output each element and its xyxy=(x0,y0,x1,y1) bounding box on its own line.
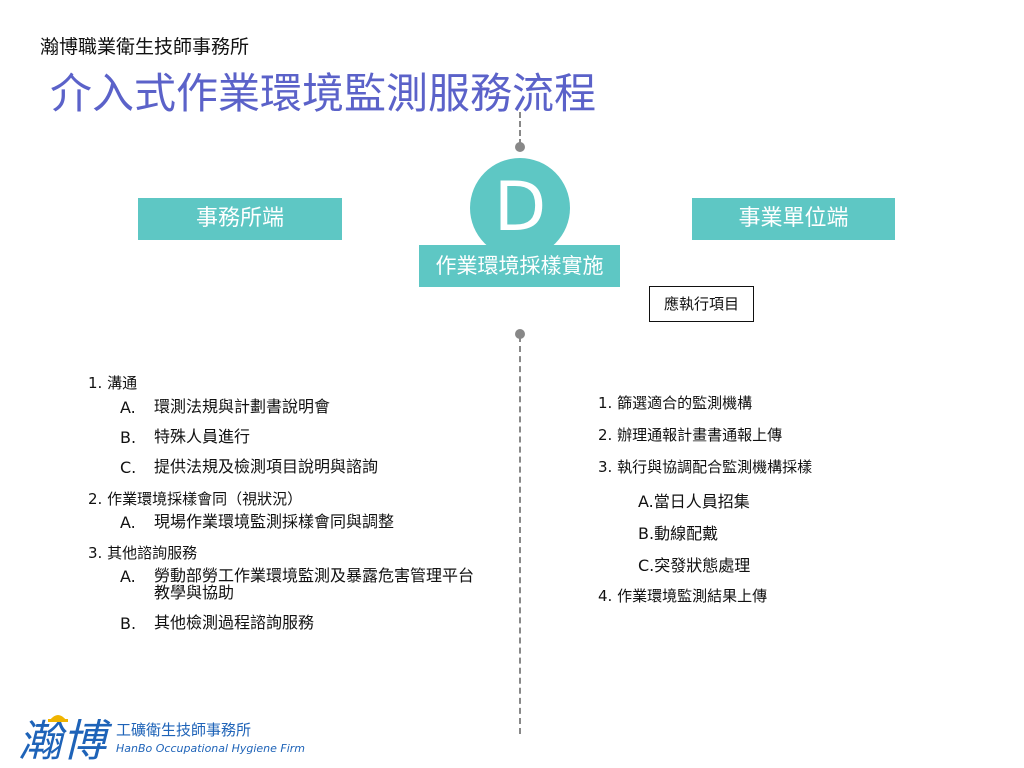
list-sub-item: A. 現場作業環境監測採樣會同與調整 xyxy=(120,513,474,532)
list-item-heading: 3. 其他諮詢服務 xyxy=(88,544,198,562)
list-item-heading: 2. 作業環境採樣會同（視狀況） xyxy=(88,490,303,508)
logo-glyphs: 瀚博 xyxy=(18,716,113,765)
list-item: 4. 作業環境監測結果上傳 xyxy=(598,587,768,605)
list-sub-item: A. 勞動部勞工作業環境監測及暴露危害管理平台教學與協助 xyxy=(120,567,474,601)
sub-item-marker: B. xyxy=(120,428,137,447)
list-item-heading: 1. 溝通 xyxy=(88,374,138,392)
office-side-label: 事務所端 xyxy=(138,198,342,240)
list-sub-item: B.動線配戴 xyxy=(638,524,719,543)
sub-item-marker: A. xyxy=(120,398,136,417)
sub-item-text: 其他檢測過程諮詢服務 xyxy=(154,613,315,632)
stage-name-label: 作業環境採樣實施 xyxy=(419,245,620,287)
list-item: 1. 篩選適合的監測機構 xyxy=(598,394,753,412)
list-item: 2. 辦理通報計畫書通報上傳 xyxy=(598,426,783,444)
list-sub-item: C.突發狀態處理 xyxy=(638,556,751,575)
sub-item-text: 環測法規與計劃書說明會 xyxy=(154,397,331,416)
required-items-tag: 應執行項目 xyxy=(649,286,754,322)
sub-item-marker: B. xyxy=(120,614,137,633)
firm-name: 瀚博職業衛生技師事務所 xyxy=(40,36,250,58)
list-sub-item: B. 特殊人員進行 xyxy=(120,428,474,447)
sub-item-marker: A. xyxy=(120,513,136,532)
logo-english-name: HanBo Occupational Hygiene Firm xyxy=(116,742,306,755)
connector-dot-top xyxy=(515,142,525,152)
sub-item-marker: C. xyxy=(120,458,137,477)
sub-item-text: 勞動部勞工作業環境監測及暴露危害管理平台教學與協助 xyxy=(154,566,475,602)
sub-item-marker: A. xyxy=(120,567,136,586)
list-sub-item: A.當日人員招集 xyxy=(638,492,750,511)
connector-dot-middle xyxy=(515,329,525,339)
sub-item-text: 特殊人員進行 xyxy=(154,427,251,446)
page-title: 介入式作業環境監測服務流程 xyxy=(50,69,597,118)
hard-hat-icon xyxy=(50,715,66,720)
list-sub-item: A. 環測法規與計劃書說明會 xyxy=(120,398,474,417)
stage-letter-circle: D xyxy=(470,158,570,258)
list-item: 3. 執行與協調配合監測機構採樣 xyxy=(598,458,813,476)
client-side-label: 事業單位端 xyxy=(692,198,895,240)
sub-item-text: 提供法規及檢測項目說明與諮詢 xyxy=(154,457,379,476)
list-sub-item: C. 提供法規及檢測項目說明與諮詢 xyxy=(120,458,474,477)
connector-line-divider xyxy=(519,336,521,734)
logo-chinese-name: 工礦衛生技師事務所 xyxy=(116,721,252,739)
connector-line-top xyxy=(519,112,521,145)
list-sub-item: B. 其他檢測過程諮詢服務 xyxy=(120,614,474,633)
firm-logo: 瀚博 xyxy=(18,715,113,765)
sub-item-text: 現場作業環境監測採樣會同與調整 xyxy=(154,512,395,531)
